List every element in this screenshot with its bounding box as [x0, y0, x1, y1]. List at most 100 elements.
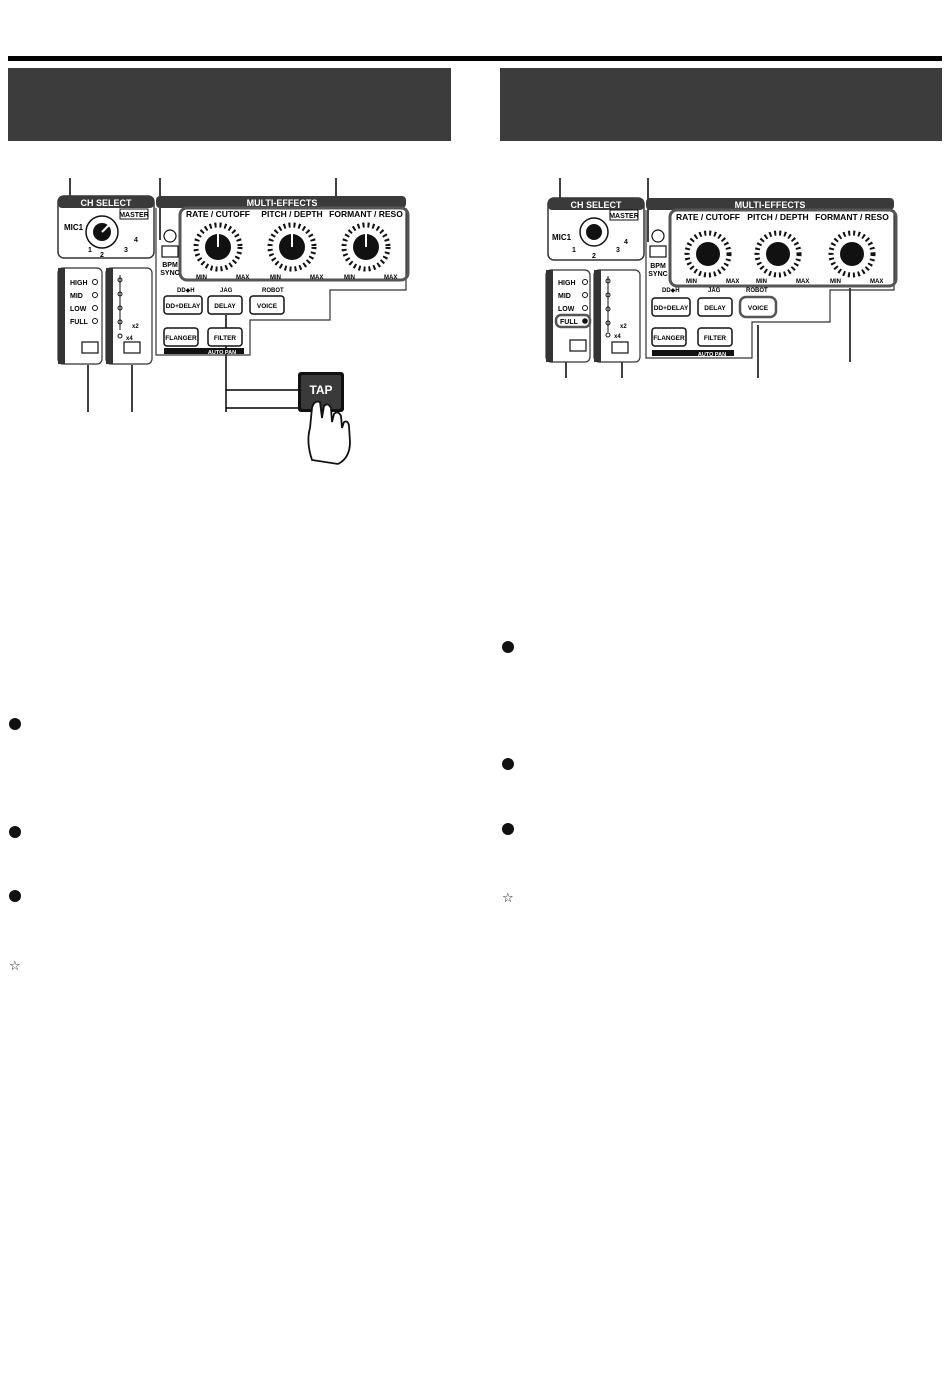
pitch-depth-knob[interactable] [267, 222, 317, 272]
bpm-sync-led [163, 229, 177, 243]
mixer-panel-figure-right: CH SELECT MASTER MIC1 1 2 3 4 MULTI-EFFE… [545, 178, 898, 378]
x4-label: x4 [126, 336, 133, 342]
sync-type-button-right[interactable] [611, 341, 629, 354]
freq-mid-label: MID [70, 293, 83, 300]
multi-effects-label: MULTI-EFFECTS [247, 198, 318, 208]
filter-button-right[interactable] [697, 327, 733, 347]
rate-cutoff-knob-right[interactable] [684, 230, 732, 278]
freq-high-label-right: HIGH [558, 280, 576, 287]
delay-button[interactable] [207, 295, 243, 315]
ch-number-1-right: 1 [572, 247, 576, 254]
dd-delay-button-right[interactable] [651, 297, 691, 317]
ch-select-label-right: CH SELECT [570, 200, 622, 210]
full-led-lit [582, 318, 588, 324]
bullet-marker [9, 718, 21, 730]
bpm-sync-led-right [651, 229, 665, 243]
min-label-1: MIN [196, 275, 207, 281]
x2-label-right: x2 [620, 324, 627, 330]
min-label-r2: MIN [756, 279, 767, 285]
multi-effects-header-right [646, 198, 894, 210]
multi-effects-header [156, 196, 406, 208]
flanger-button[interactable] [163, 327, 199, 347]
bpm-label: BPM [162, 262, 178, 269]
bpm-label-right: BPM [650, 263, 666, 270]
freq-range-button-right[interactable] [569, 339, 587, 352]
effect-tab-3: ROBOT [262, 288, 284, 294]
bpm-sync-button[interactable] [161, 245, 179, 258]
star-note-icon: ☆ [502, 891, 514, 906]
freq-range-button[interactable] [81, 341, 99, 354]
knob-highlight-frame [178, 206, 410, 282]
bullet-marker [502, 641, 514, 653]
bullet-marker [502, 823, 514, 835]
flanger-label: FLANGER [165, 335, 197, 342]
dd-delay-button[interactable] [163, 295, 203, 315]
min-label-2: MIN [270, 275, 281, 281]
freq-full-label-right: FULL [560, 319, 579, 326]
min-label-r3: MIN [830, 279, 841, 285]
ch-number-4: 4 [134, 237, 138, 244]
pitch-depth-label: PITCH / DEPTH [261, 209, 322, 219]
ch-number-1: 1 [88, 247, 92, 254]
bullet-marker [9, 826, 21, 838]
max-label-1: MAX [236, 275, 249, 281]
max-label-r3: MAX [870, 279, 883, 285]
formant-reso-knob[interactable] [341, 222, 391, 272]
formant-reso-label: FORMANT / RESO [329, 209, 403, 219]
min-label-3: MIN [344, 275, 355, 281]
freq-low-label: LOW [70, 306, 87, 313]
rate-cutoff-knob[interactable] [193, 222, 243, 272]
voice-label: VOICE [257, 303, 278, 310]
filter-button[interactable] [207, 327, 243, 347]
section-header-left [8, 68, 451, 141]
flanger-label-right: FLANGER [653, 335, 685, 342]
effect-tab-2-right: JAG [708, 288, 721, 294]
sync-type-button[interactable] [123, 341, 141, 354]
ch-number-3: 3 [124, 247, 128, 254]
ch-select-label: CH SELECT [80, 198, 132, 208]
flanger-button-right[interactable] [651, 327, 687, 347]
pointing-hand-icon [307, 400, 351, 465]
effect-tab-1-right: DD◆H [662, 288, 680, 294]
full-highlight-frame [554, 313, 592, 329]
max-label-2: MAX [310, 275, 323, 281]
mic1-label: MIC1 [64, 223, 84, 232]
tap-label: TAP [309, 383, 332, 397]
x2-label: x2 [132, 324, 139, 330]
master-label: MASTER [119, 212, 149, 219]
ch-number-2: 2 [100, 252, 104, 259]
dd-delay-label-right: DD+DELAY [654, 305, 689, 312]
voice-button[interactable] [249, 295, 285, 315]
top-rule [8, 56, 942, 61]
formant-reso-label-right: FORMANT / RESO [815, 212, 889, 222]
bpm-sync-button-right[interactable] [649, 245, 667, 258]
min-label-r1: MIN [686, 279, 697, 285]
ch-number-2-right: 2 [592, 253, 596, 260]
bullet-marker [9, 890, 21, 902]
ch-number-3-right: 3 [616, 247, 620, 254]
knob-highlight-frame-right [668, 208, 898, 288]
effect-tab-2: JAG [220, 288, 233, 294]
rate-cutoff-label: RATE / CUTOFF [186, 209, 250, 219]
sync-label-right: SYNC [648, 271, 667, 278]
voice-label-right: VOICE [748, 305, 769, 312]
effect-tab-3-right: ROBOT [746, 288, 768, 294]
ch-select-header [58, 196, 154, 208]
voice-button-right[interactable] [738, 295, 778, 319]
delay-label: DELAY [214, 303, 236, 310]
mic1-label-right: MIC1 [552, 233, 572, 242]
bullet-marker [502, 758, 514, 770]
delay-button-right[interactable] [697, 297, 733, 317]
formant-reso-knob-right[interactable] [828, 230, 876, 278]
star-note-icon: ☆ [9, 959, 21, 974]
auto-pan-label: AUTO PAN [208, 350, 236, 356]
filter-label: FILTER [214, 335, 237, 342]
max-label-r2: MAX [796, 279, 809, 285]
max-label-r1: MAX [726, 279, 739, 285]
freq-low-label-right: LOW [558, 306, 575, 313]
section-header-right [500, 68, 942, 141]
pitch-depth-label-right: PITCH / DEPTH [747, 212, 808, 222]
delay-label-right: DELAY [704, 305, 726, 312]
pitch-depth-knob-right[interactable] [754, 230, 802, 278]
auto-pan-label-right: AUTO PAN [698, 352, 726, 358]
